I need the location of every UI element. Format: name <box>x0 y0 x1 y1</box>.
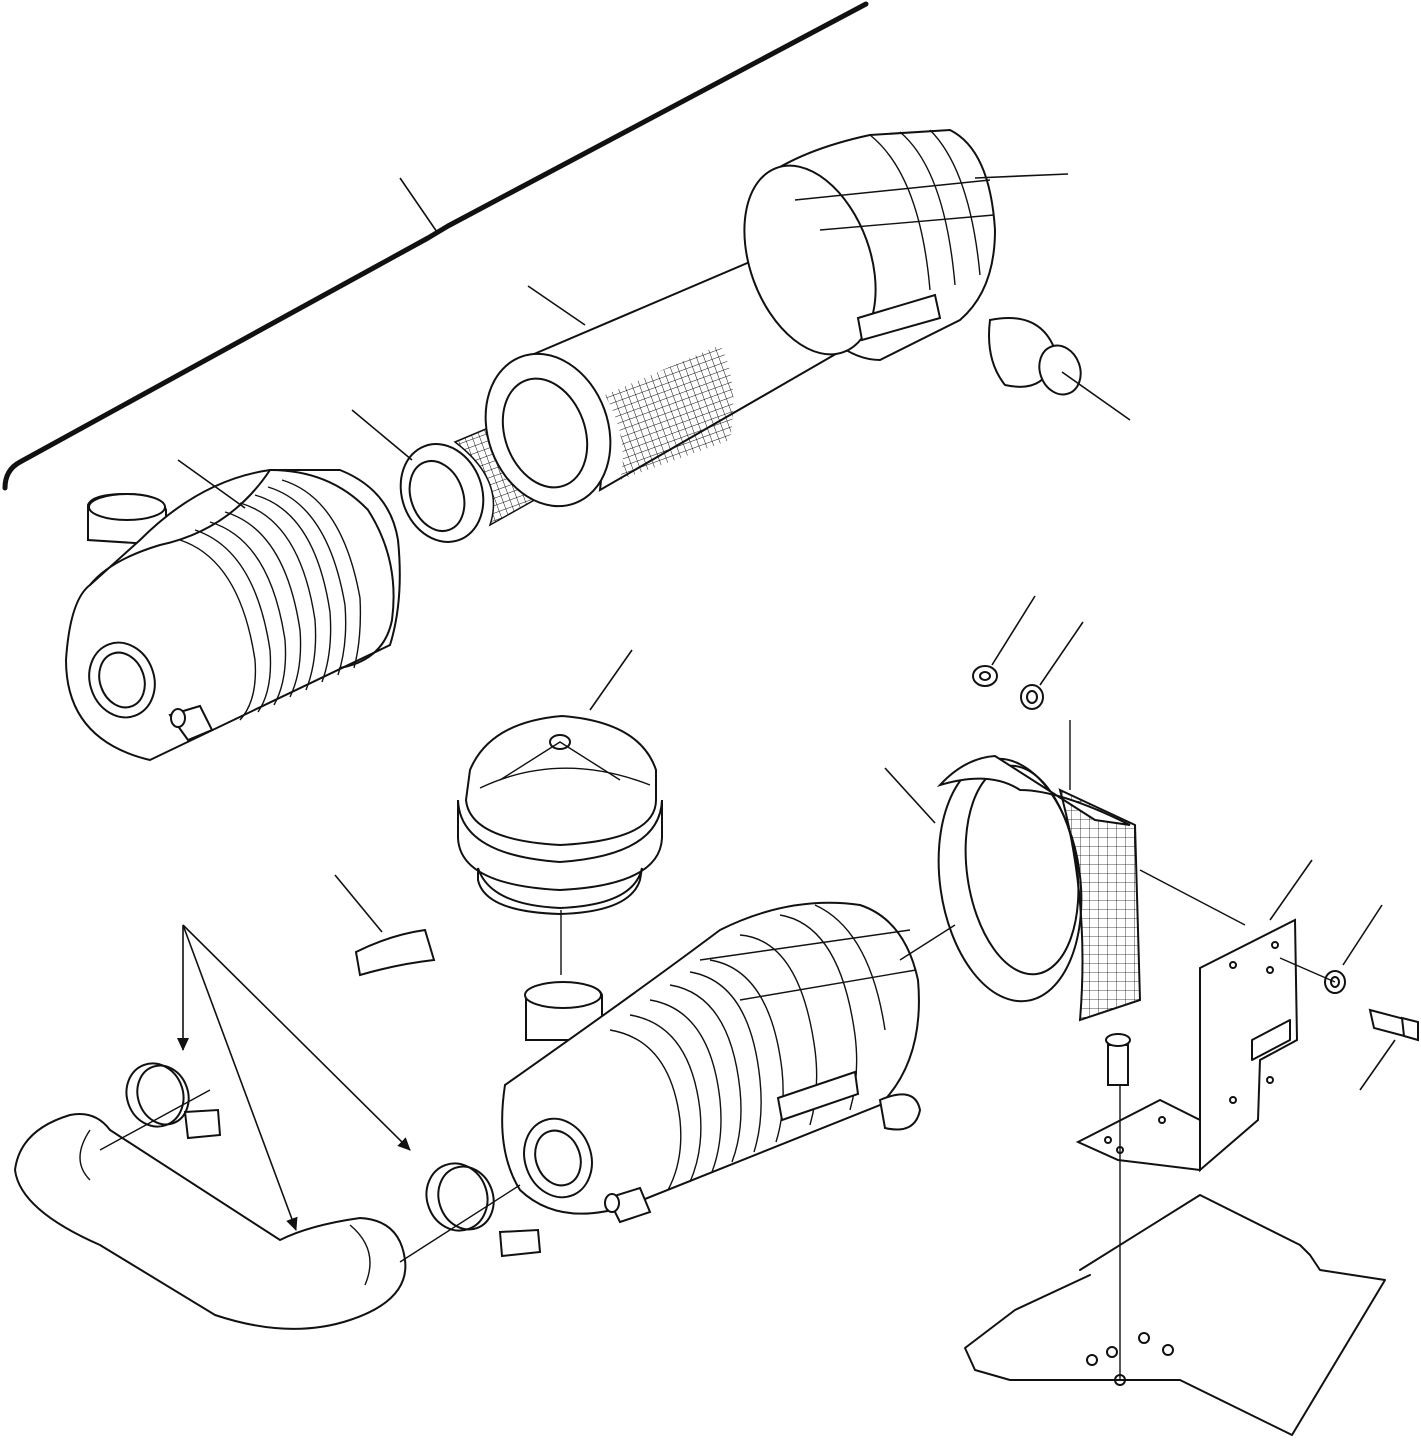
hose-clamp-parts <box>99 1062 542 1263</box>
group-bracket <box>2 1 869 491</box>
air-cleaner-body-part <box>64 469 401 762</box>
callout-arrows <box>177 924 411 1231</box>
bolt-and-washer-parts <box>1105 904 1419 1380</box>
cover-part-upper <box>743 128 1082 396</box>
mounting-band-part <box>884 720 1246 1022</box>
nut-and-washer-parts <box>972 595 1084 710</box>
intake-hose-part <box>13 1113 407 1330</box>
leader-lines-upper <box>177 173 1131 509</box>
mounting-bracket-part <box>1075 859 1313 1173</box>
precleaner-cap-part <box>457 649 663 975</box>
air-cleaner-assembly-lower <box>501 901 922 1224</box>
decal-part <box>334 874 436 977</box>
machine-floor-plate <box>964 1194 1386 1436</box>
